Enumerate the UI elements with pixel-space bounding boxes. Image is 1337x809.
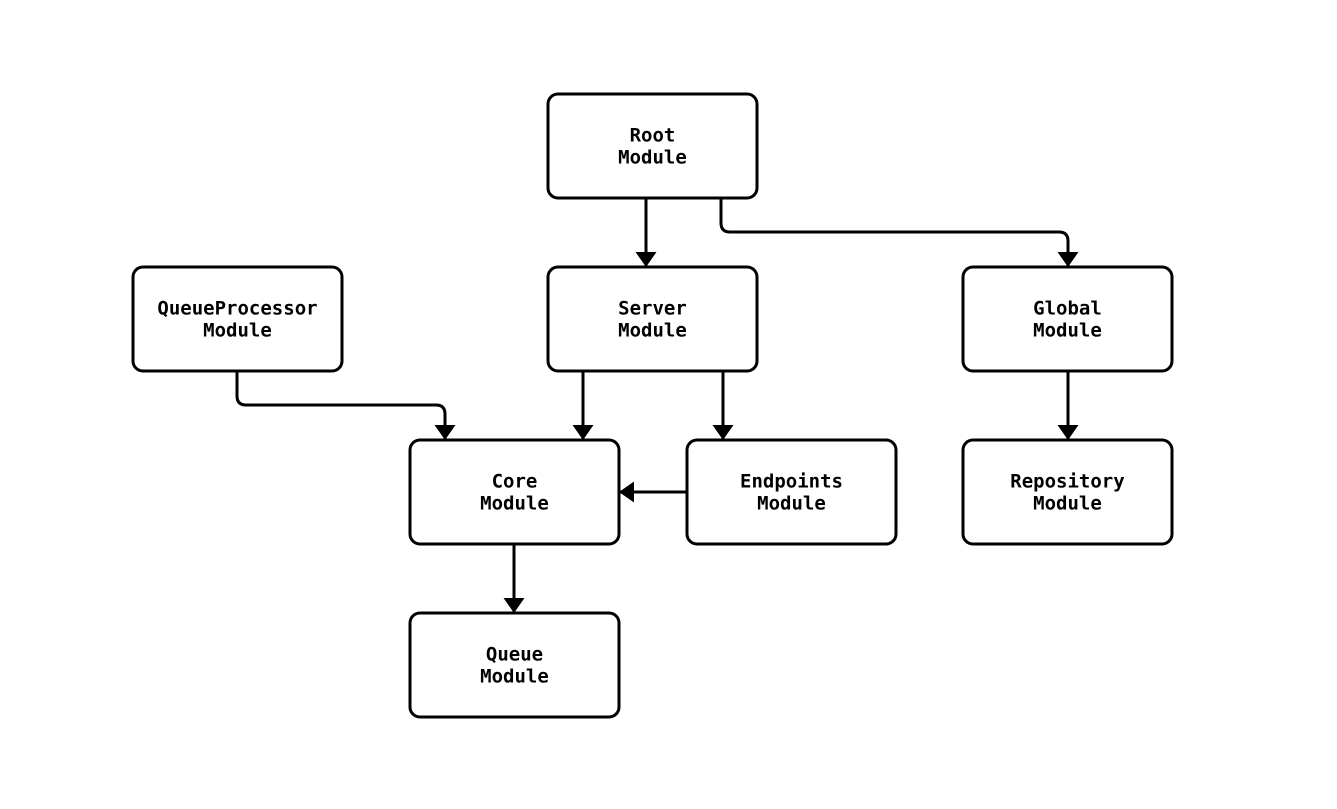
node-box-server-module xyxy=(546,265,759,373)
edge-queueprocessor-module-to-core-module xyxy=(235,371,456,440)
node-box-queue-module xyxy=(408,611,621,719)
node-box-global-module xyxy=(961,265,1174,373)
node-box-core-module xyxy=(408,438,621,546)
node-box-root-module xyxy=(546,92,759,200)
node-box-repository-module xyxy=(961,438,1174,546)
node-box-endpoints-module xyxy=(685,438,898,546)
edge-root-module-to-global-module xyxy=(719,198,1079,267)
node-box-queueprocessor-module xyxy=(131,265,344,373)
